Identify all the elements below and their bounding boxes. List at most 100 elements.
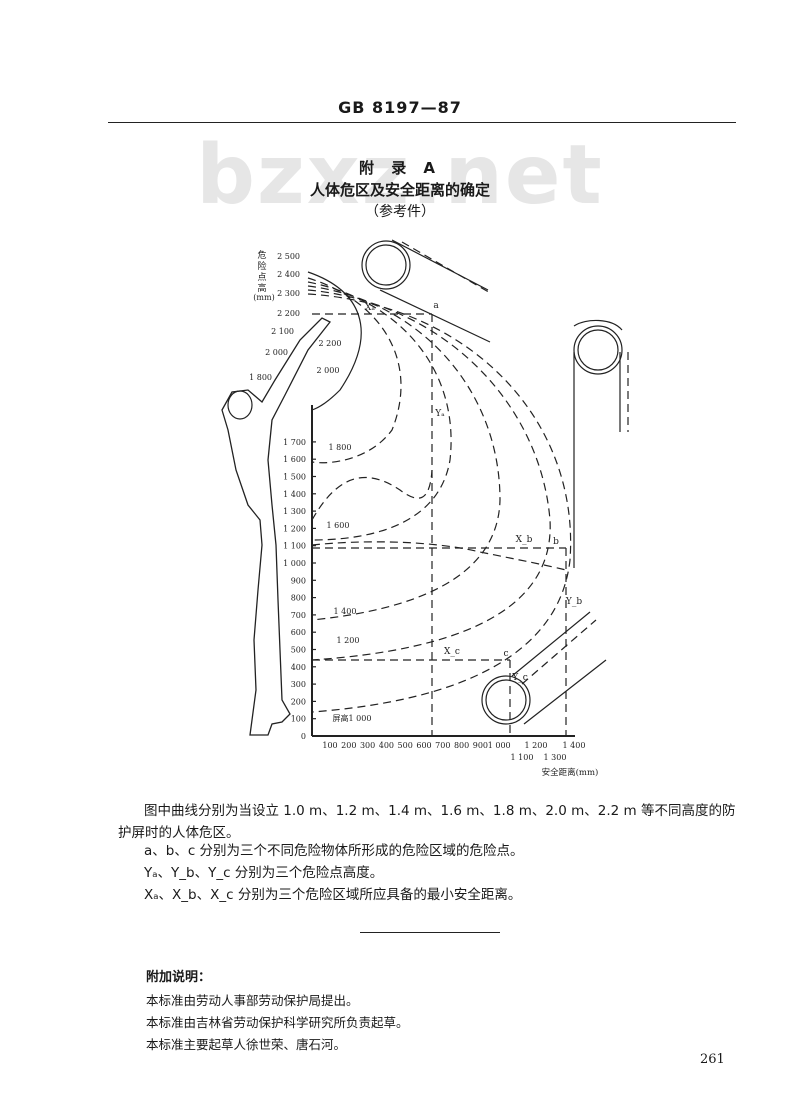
- dimension-label: Xₐ: [365, 303, 375, 313]
- x-tick-label: 300: [360, 741, 375, 750]
- appendix-title: 人体危区及安全距离的确定: [309, 181, 490, 199]
- additional-line: 本标准主要起草人徐世荣、唐石河。: [146, 1037, 347, 1052]
- dimension-label: X_b: [516, 535, 533, 545]
- watermark: bzxz.net: [196, 128, 604, 223]
- y-tick-label-top: 2 000: [265, 348, 288, 357]
- x-tick-label: 800: [454, 741, 469, 750]
- belt-line-a: [401, 241, 493, 295]
- y-axis-title-char: 危: [257, 249, 266, 261]
- y-tick-label: 700: [291, 611, 306, 620]
- reach-curve-1200: [307, 293, 572, 713]
- x-tick-label: 700: [435, 741, 450, 750]
- y-tick-label: 800: [291, 594, 306, 603]
- x-tick-label: 600: [416, 741, 431, 750]
- header-rule: [108, 122, 736, 123]
- y-tick-label: 1 300: [283, 507, 306, 516]
- y-tick-label: 0: [301, 732, 306, 741]
- y-tick-label: 1 400: [283, 490, 306, 499]
- appendix-subtitle: （参考件）: [365, 204, 435, 220]
- curve-label: 2 000: [317, 366, 340, 375]
- y-tick-label: 400: [291, 663, 306, 672]
- reach-curve-mid: [311, 469, 433, 521]
- y-tick-label-top: 1 800: [249, 373, 272, 382]
- curve-label: 1 400: [334, 607, 357, 616]
- hazard-roller-b: [573, 325, 623, 375]
- dimension-label: X_c: [444, 647, 460, 657]
- reach-curve-2000: [307, 277, 402, 464]
- note-heights: Yₐ、Y_b、Y_c 分别为三个危险点高度。: [144, 865, 384, 881]
- y-tick-label: 1 500: [283, 473, 306, 482]
- y-tick-label-top: 2 500: [277, 252, 300, 261]
- curve-label: 1 800: [329, 443, 352, 452]
- point-label: b: [553, 537, 559, 547]
- x-tick-label: 1 300: [544, 753, 567, 762]
- point-label: c: [503, 649, 508, 659]
- hazard-roller-a: [361, 240, 411, 290]
- additional-line: 本标准由劳动人事部劳动保护局提出。: [146, 993, 359, 1008]
- y-axis-title-char: 高: [257, 282, 266, 294]
- belt-line-c: [521, 619, 597, 685]
- y-tick-label: 600: [291, 628, 306, 637]
- reach-curve-1400: [307, 289, 551, 661]
- y-tick-label: 1 700: [283, 438, 306, 447]
- x-tick-label: 1 000: [488, 741, 511, 750]
- y-axis-unit: (mm): [253, 293, 274, 302]
- y-tick-label: 1 600: [283, 455, 306, 464]
- x-tick-label: 100: [322, 741, 337, 750]
- appendix-label: 附 录 A: [358, 159, 442, 177]
- x-tick-label: 400: [379, 741, 394, 750]
- x-tick-label: 500: [398, 741, 413, 750]
- curve-label: 1 200: [337, 636, 360, 645]
- dimension-label: Y_c: [511, 673, 527, 683]
- y-tick-label: 300: [291, 680, 306, 689]
- separator-rule: [360, 932, 500, 933]
- x-tick-label: 1 200: [525, 741, 548, 750]
- curve-label: 2 200: [319, 339, 342, 348]
- human-head: [227, 390, 253, 420]
- y-axis-title-char: 点: [257, 272, 266, 283]
- y-tick-label-top: 2 200: [277, 309, 300, 318]
- y-tick-label: 100: [291, 715, 306, 724]
- note-curves: 图中曲线分别为当设立 1.0 m、1.2 m、1.4 m、1.6 m、1.8 m…: [118, 803, 736, 841]
- hazard-roller-b-inner: [577, 329, 619, 371]
- y-tick-label-top: 2 300: [277, 289, 300, 298]
- additional-heading: 附加说明：: [146, 970, 212, 985]
- reach-curve-1800: [307, 281, 452, 541]
- y-axis-title-char: 险: [257, 260, 266, 272]
- y-tick-label: 200: [291, 697, 306, 706]
- additional-line: 本标准由吉林省劳动保护科学研究所负责起草。: [146, 1015, 409, 1030]
- y-tick-label-top: 2 100: [271, 327, 294, 336]
- y-tick-label: 1 200: [283, 524, 306, 533]
- dimension-label: Y_b: [565, 597, 582, 607]
- x-tick-label: 1 100: [511, 753, 534, 762]
- belt-line-a: [379, 289, 491, 343]
- hazard-roller-c: [481, 675, 531, 725]
- note-distances: Xₐ、X_b、X_c 分别为三个危险区域所应具备的最小安全距离。: [144, 887, 522, 903]
- y-tick-label: 1 000: [283, 559, 306, 568]
- hazard-roller-c-inner: [485, 679, 527, 721]
- x-tick-label: 200: [341, 741, 356, 750]
- x-axis-title: 安全距离(mm): [542, 767, 599, 778]
- belt-top-b: [573, 319, 623, 331]
- y-tick-label: 900: [291, 576, 306, 585]
- y-tick-label: 1 100: [283, 542, 306, 551]
- x-tick-label: 900: [473, 741, 488, 750]
- x-tick-label: 1 400: [563, 741, 586, 750]
- belt-line-a: [391, 239, 489, 291]
- page-number: 261: [700, 1052, 725, 1067]
- curve-label: 1 600: [327, 521, 350, 530]
- dimension-label: Yₐ: [434, 409, 445, 419]
- reach-curve-1600: [307, 285, 501, 621]
- belt-line-c: [511, 611, 591, 677]
- human-silhouette: [221, 317, 332, 736]
- y-tick-label-top: 2 400: [277, 270, 300, 279]
- reach-curve-2200: [307, 271, 362, 411]
- hazard-roller-a-inner: [365, 244, 407, 286]
- y-tick-label: 500: [291, 646, 306, 655]
- standard-code: GB 8197—87: [338, 98, 462, 117]
- belt-line-c: [523, 659, 607, 725]
- curve-label: 屏高1 000: [333, 713, 372, 723]
- note-points: a、b、c 分别为三个不同危险物体所形成的危险区域的危险点。: [144, 843, 524, 859]
- point-label: a: [433, 301, 439, 311]
